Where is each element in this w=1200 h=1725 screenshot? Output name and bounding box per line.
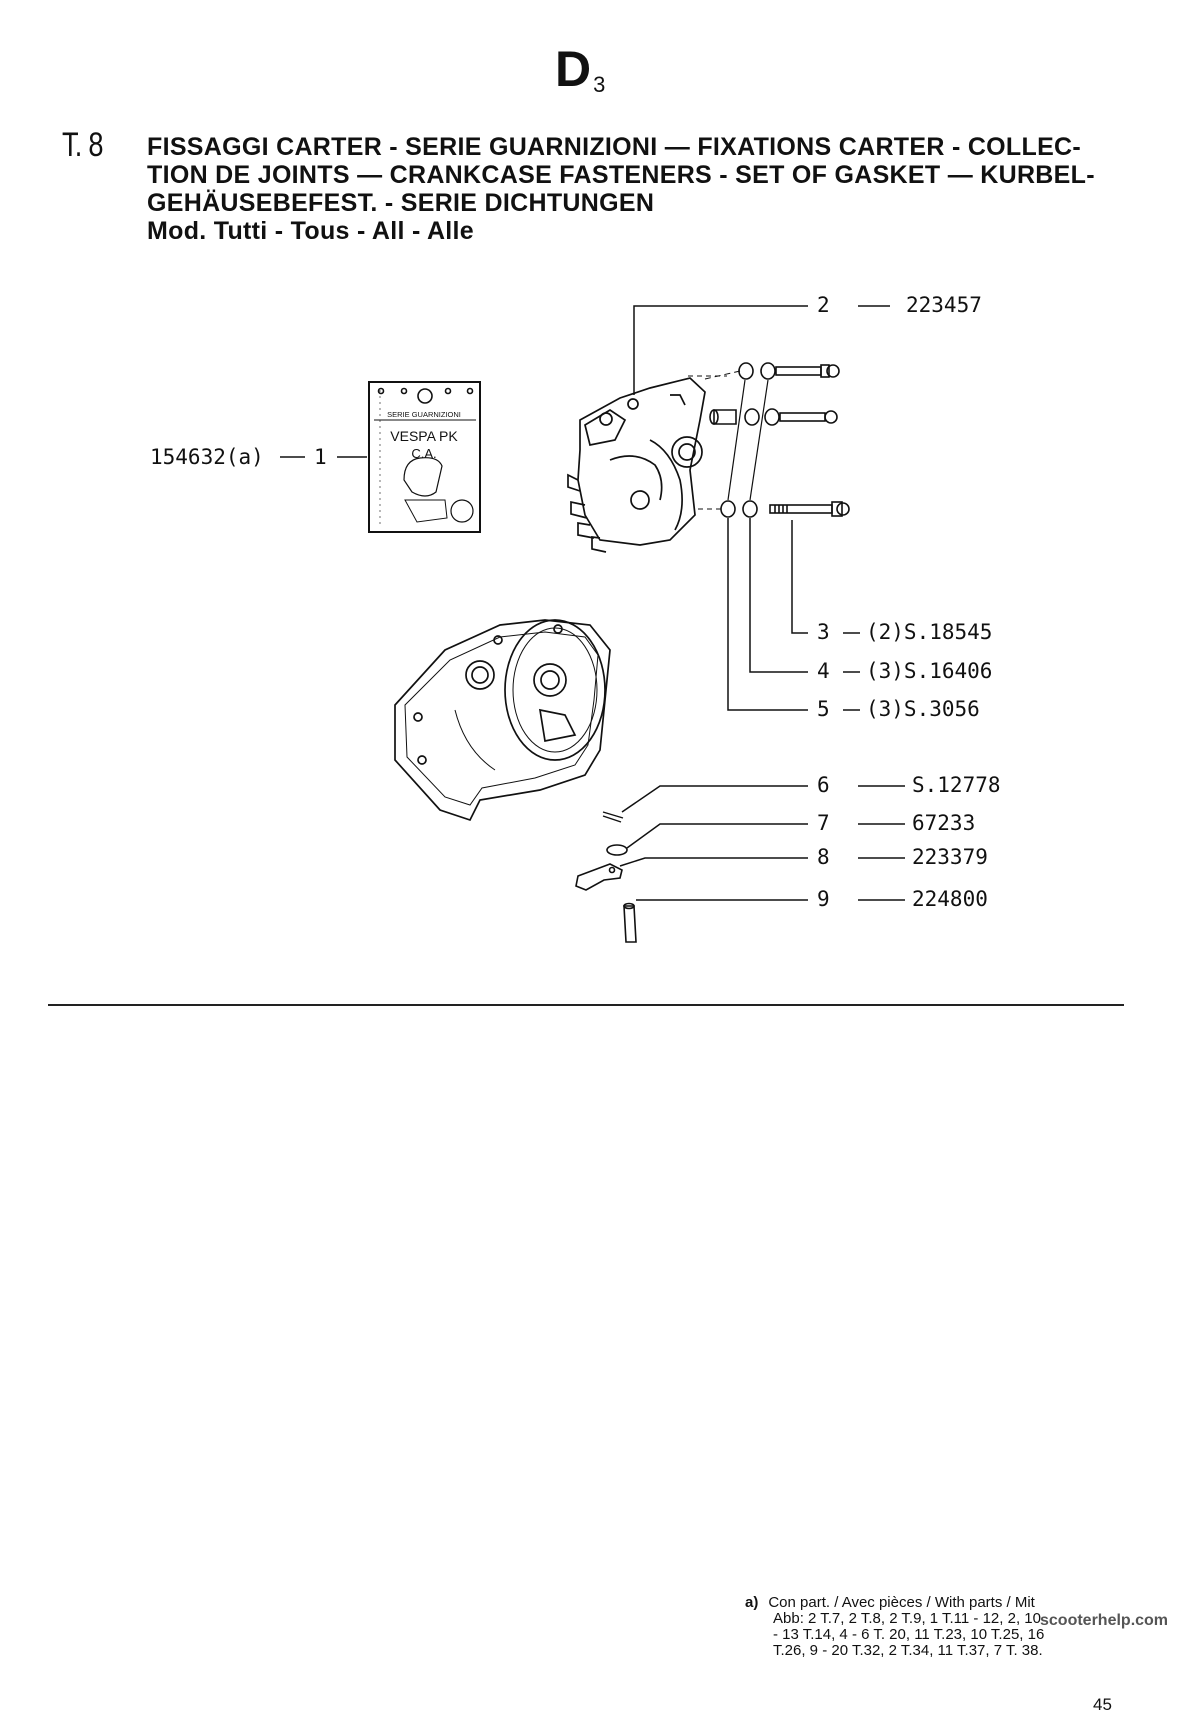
- part-code-2: 223457: [906, 293, 982, 317]
- part-code-5: (3)S.3056: [866, 697, 980, 721]
- piaggio-logo-icon: [417, 388, 433, 404]
- part-code-9: 224800: [912, 887, 988, 911]
- kit-label-1: SERIE GUARNIZIONI: [387, 410, 461, 419]
- footnote-marker: a): [745, 1594, 759, 1611]
- part-ref-6: 6: [817, 773, 830, 797]
- part-ref-2: 2: [817, 293, 830, 317]
- crankcase-half-clutch-side: [394, 619, 611, 822]
- footnote: a) Con part. / Avec pièces / With parts /…: [745, 1595, 1145, 1659]
- title-line-2: TION DE JOINTS — CRANKCASE FASTENERS - S…: [147, 161, 1095, 189]
- title-line-3: GEHÄUSEBEFEST. - SERIE DICHTUNGEN: [147, 189, 655, 217]
- kit-label-2: VESPA PK: [390, 428, 458, 444]
- fastener-stack: [704, 362, 850, 518]
- washer-icon: [606, 844, 628, 856]
- section-divider: [48, 1004, 1124, 1006]
- part-code-7: 67233: [912, 811, 976, 835]
- part-code-4: (3)S.16406: [866, 659, 993, 683]
- footnote-line-1: Con part. / Avec pièces / With parts / M…: [768, 1594, 1035, 1611]
- bracket-icon: [575, 863, 623, 891]
- small-parts: [575, 811, 637, 943]
- page-number: 45: [1093, 1695, 1112, 1714]
- leader-lines: [280, 305, 905, 901]
- part-ref-7: 7: [817, 811, 830, 835]
- part-code-3: (2)S.18545: [866, 620, 993, 644]
- footnote-line-4: T.26, 9 - 20 T.32, 2 T.34, 11 T.37, 7 T.…: [773, 1642, 1043, 1659]
- pin-icon: [602, 811, 624, 823]
- section-subscript: 3: [593, 72, 606, 97]
- title-line-1: FISSAGGI CARTER - SERIE GUARNIZIONI — FI…: [147, 133, 1082, 161]
- part-ref-4: 4: [817, 659, 830, 683]
- parts-diagram: SERIE GUARNIZIONI VESPA PK C.A.: [280, 305, 905, 943]
- watermark: scooterhelp.com: [1040, 1612, 1169, 1629]
- kit-ref-number: 1: [314, 445, 327, 469]
- section-letter: D: [555, 41, 592, 97]
- section-id: D3: [555, 40, 605, 98]
- gasket-kit-package: [368, 381, 481, 533]
- part-code-6: S.12778: [912, 773, 1001, 797]
- package-hole: [377, 387, 385, 395]
- dowel-icon: [623, 905, 637, 943]
- kit-part-code: 154632(a): [150, 445, 264, 469]
- part-ref-9: 9: [817, 887, 830, 911]
- page-title: FISSAGGI CARTER - SERIE GUARNIZIONI — FI…: [147, 133, 1137, 245]
- footnote-line-3: - 13 T.14, 4 - 6 T. 20, 11 T.23, 10 T.25…: [773, 1626, 1045, 1643]
- kit-label-3: C.A.: [411, 446, 436, 461]
- gasket-outline-sketch: [403, 457, 443, 497]
- crankcase-half-flywheel-side: [567, 377, 706, 553]
- footnote-line-2: Abb: 2 T.7, 2 T.8, 2 T.9, 1 T.11 - 12, 2…: [773, 1610, 1041, 1627]
- table-number: T. 8: [62, 126, 103, 164]
- title-line-4: Mod. Tutti - Tous - All - Alle: [147, 217, 474, 245]
- part-ref-3: 3: [817, 620, 830, 644]
- part-code-8: 223379: [912, 845, 988, 869]
- part-ref-8: 8: [817, 845, 830, 869]
- part-ref-5: 5: [817, 697, 830, 721]
